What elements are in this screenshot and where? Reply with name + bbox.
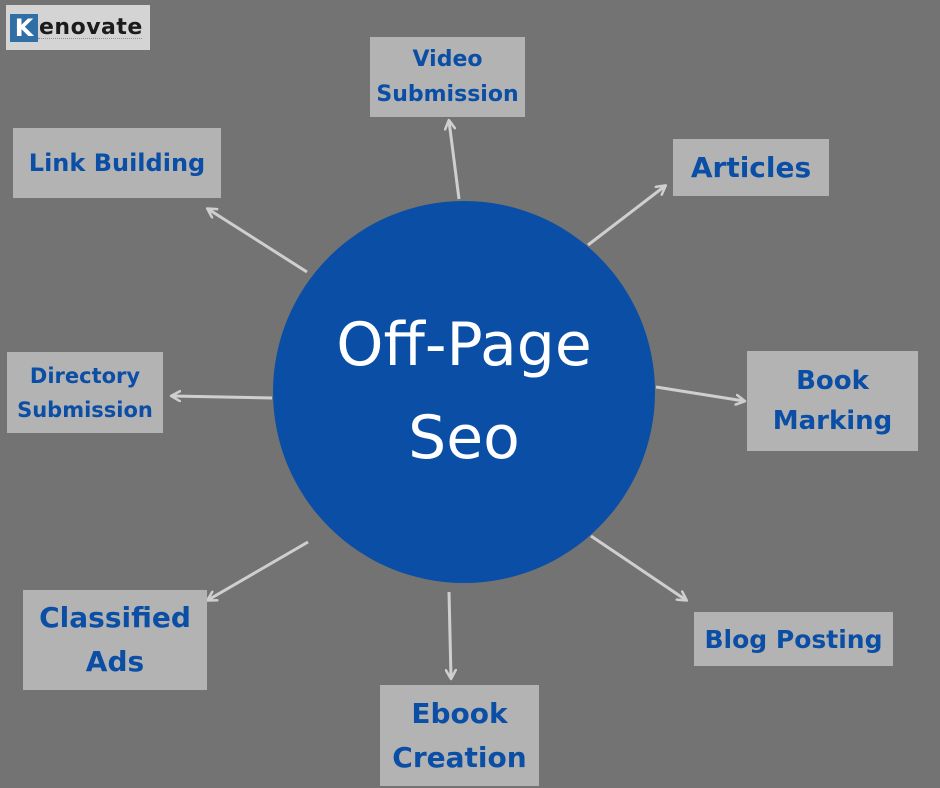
node-label: Video [412,47,483,72]
arrow-to-book-marking [655,385,744,401]
node-label: Classified [39,601,191,634]
node-label: Marking [772,406,893,436]
node-video-submission: Video Submission [370,37,525,117]
node-label: Blog Posting [704,624,883,654]
arrow-to-articles [587,186,665,247]
node-label: Book [796,366,869,396]
node-classified-ads: Classified Ads [23,590,207,690]
arrow-to-video-submission [449,121,461,200]
kenovate-logo: K enovate [6,5,150,50]
node-label: Link Building [28,149,206,177]
node-ebook-creation: Ebook Creation [380,685,539,786]
node-label: Ads [85,645,145,678]
node-label: Directory [29,363,141,388]
arrow-to-link-building [208,209,308,274]
node-label: Ebook [411,696,508,730]
node-link-building: Link Building [13,128,221,198]
arrow-to-classified-ads [208,540,309,600]
arrow-to-directory-submission [172,396,273,398]
center-label-line2: Seo [408,403,520,473]
center-label-line1: Off-Page [336,310,592,380]
node-label: Submission [17,397,153,422]
arrow-to-blog-posting [590,534,686,600]
node-book-marking: Book Marking [747,351,918,451]
center-node-off-page-seo: Off-Page Seo [273,201,655,583]
node-directory-submission: Directory Submission [7,352,163,433]
node-blog-posting: Blog Posting [694,612,893,666]
node-label: Creation [392,740,527,774]
arrow-to-ebook-creation [449,591,451,678]
logo-k-mark: K [10,13,38,42]
node-label: Articles [690,151,812,184]
node-articles: Articles [673,139,829,196]
logo-tagline-decoration [38,38,142,42]
node-label: Submission [376,82,519,107]
logo-wordmark: enovate [39,15,143,40]
